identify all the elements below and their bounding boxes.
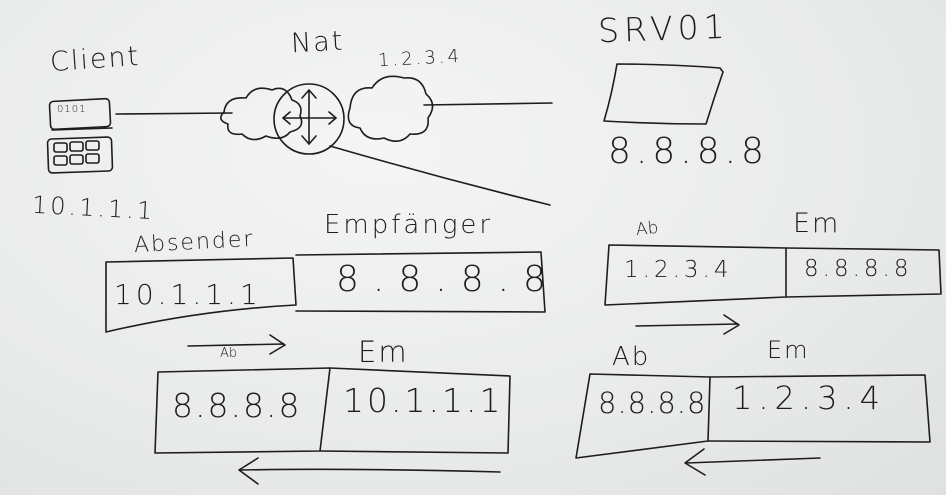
server-link-line — [423, 102, 553, 106]
nat-ip-label: 1.2.3.4 — [377, 45, 463, 72]
client-label: Client — [49, 40, 142, 79]
cloud-right-icon — [347, 75, 434, 142]
packet-4-arrow — [684, 448, 821, 476]
diagonal-line — [329, 145, 551, 206]
packet-2-sender-value: 1.2.3.4 — [624, 257, 733, 283]
packet-1-sender-value: 10.1.1.1 — [114, 278, 262, 311]
packet-1-arrow — [187, 334, 286, 355]
packet-2-receiver-box — [785, 247, 942, 298]
cloud-left-icon — [220, 87, 303, 141]
client-computer-icon — [46, 97, 114, 174]
packet-2-sender-label: Ab — [634, 217, 660, 241]
client-chip-label: 0101 — [57, 104, 87, 115]
packet-2-arrow — [635, 314, 740, 335]
packet-3-arrow — [238, 457, 501, 485]
packet-1-sender-box — [105, 257, 297, 333]
packet-4-sender-label: Ab — [612, 342, 651, 372]
packet-3-sender-label: Ab — [220, 346, 238, 361]
packet-2-receiver-label: Em — [793, 208, 841, 239]
packet-4-sender-value: 8.8.8.8 — [598, 386, 707, 420]
nat-router-icon — [273, 83, 345, 155]
packet-3-receiver-value: 10.1.1.1 — [343, 381, 504, 420]
packet-3-receiver-box — [319, 367, 511, 454]
packet-1-receiver-label: Empfänger — [324, 210, 494, 240]
packet-4-receiver-label: Em — [767, 336, 810, 364]
client-ip-label: 10.1.1.1 — [31, 190, 156, 226]
packet-4-receiver-box — [707, 374, 931, 443]
server-label: SRV01 — [597, 6, 731, 51]
server-ip-label: 8.8.8.8 — [608, 131, 769, 172]
server-icon — [603, 63, 724, 125]
packet-3-sender-value: 8.8.8.8 — [172, 386, 302, 425]
packet-4-receiver-value: 1.2.3.4 — [732, 379, 886, 417]
packet-3-receiver-label: Em — [358, 335, 409, 369]
client-link-line — [115, 112, 233, 115]
packet-1-receiver-value: 8.8.8.8 — [336, 259, 560, 300]
packet-1-receiver-box — [295, 251, 546, 313]
packet-2-receiver-value: 8.8.8.8 — [804, 256, 913, 282]
nat-label: Nat — [290, 25, 346, 60]
